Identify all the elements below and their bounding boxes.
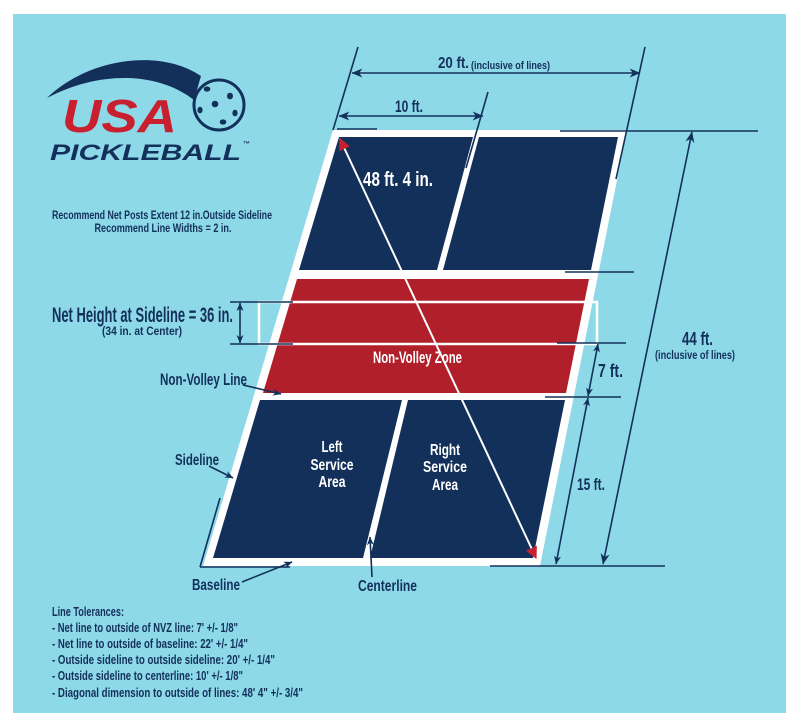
baseline-label: Baseline <box>192 577 240 594</box>
length-total-label: 44 ft. <box>682 329 713 349</box>
nvz-depth-label: 7 ft. <box>598 361 623 381</box>
baseline-pointer <box>241 561 293 583</box>
line-tolerances: Line Tolerances: - Net line to outside o… <box>52 605 303 700</box>
left-service-label-line: Area <box>319 474 346 491</box>
left-service-label-line: Left <box>322 439 343 456</box>
left-service-label: Left Service Area <box>311 439 354 491</box>
note-net-posts: Recommend Net Posts Extent 12 in.Outside… <box>52 208 272 222</box>
net-height-label: Net Height at Sideline = 36 in. <box>52 304 233 327</box>
right-service-label-line: Right <box>430 442 460 459</box>
logo-usa-text: USA <box>62 90 177 142</box>
pickleball-ball-icon <box>192 78 246 132</box>
centerline-pointer <box>366 536 374 578</box>
tolerance-item: - Net line to outside of baseline: 22' +… <box>52 637 248 651</box>
non-volley-zone <box>263 279 589 393</box>
right-service-label-line: Service <box>423 459 467 476</box>
net-height-note: (34 in. at Center) <box>102 324 182 338</box>
nvz-label: Non-Volley Zone <box>373 348 462 367</box>
non-volley-line-pointer <box>242 384 282 396</box>
service-15ft-arrow <box>554 397 590 565</box>
logo-swoosh-icon <box>47 60 201 100</box>
sideline-label: Sideline <box>175 452 219 469</box>
width-half-label: 10 ft. <box>395 97 423 116</box>
nvz-7ft-arrow <box>586 343 600 397</box>
tolerance-item: - Net line to outside of NVZ line: 7' +/… <box>52 621 238 635</box>
sideline-pointer <box>208 465 234 479</box>
logo-pickleball-text: PICKLEBALL <box>50 140 241 165</box>
centerline-label: Centerline <box>358 578 417 595</box>
length-total-note: (inclusive of lines) <box>655 348 735 362</box>
dimension-lines <box>199 46 758 568</box>
court <box>203 130 627 566</box>
callout-arrows <box>208 384 374 583</box>
tolerance-item: - Diagonal dimension to outside of lines… <box>52 686 303 700</box>
tolerance-item: - Outside sideline to centerline: 10' +/… <box>52 669 243 683</box>
tolerances-title: Line Tolerances: <box>52 605 124 619</box>
logo-trademark: ™ <box>243 141 250 148</box>
usa-pickleball-logo: USA PICKLEBALL ™ <box>47 60 250 165</box>
diagonal-dimension-line <box>339 137 537 560</box>
width-total-label: 20 ft. <box>438 55 469 72</box>
right-service-label-line: Area <box>432 477 458 494</box>
right-service-label: Right Service Area <box>423 442 467 494</box>
left-service-label-line: Service <box>311 457 354 474</box>
length-44ft-arrow <box>600 131 695 565</box>
tolerance-item: - Outside sideline to outside sideline: … <box>52 653 275 667</box>
width-total-note: (inclusive of lines) <box>471 60 550 72</box>
diagonal-label: 48 ft. 4 in. <box>363 169 433 191</box>
non-volley-line-label: Non-Volley Line <box>160 370 247 389</box>
service-depth-label: 15 ft. <box>577 475 605 494</box>
note-line-widths: Recommend Line Widths = 2 in. <box>95 221 232 235</box>
